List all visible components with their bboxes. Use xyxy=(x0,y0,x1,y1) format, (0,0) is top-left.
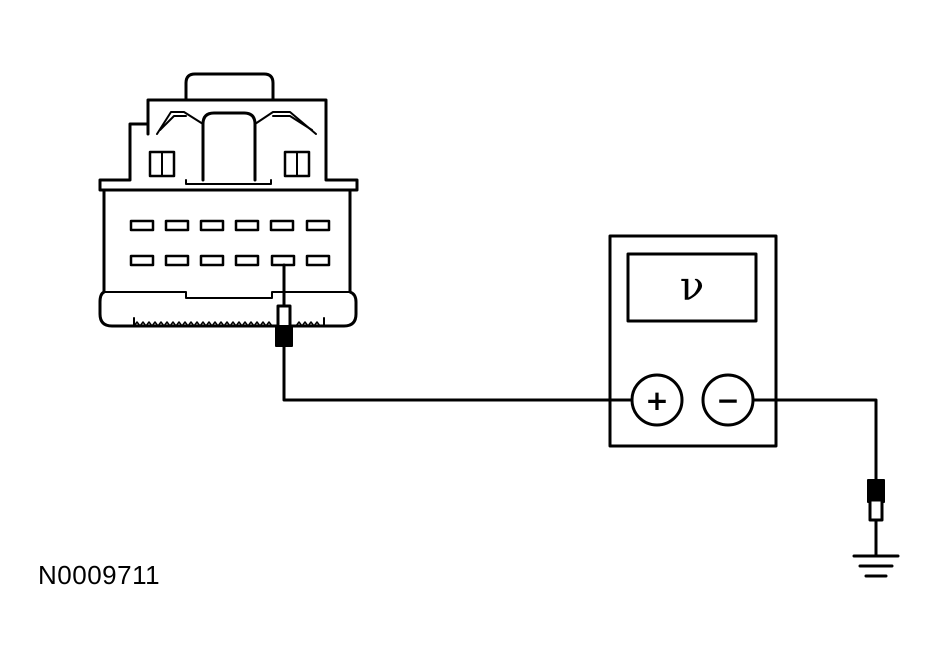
terminal xyxy=(199,219,225,232)
terminal xyxy=(234,219,260,232)
voltmeter-icon: ν + − xyxy=(608,234,778,448)
terminal-probed xyxy=(270,254,296,267)
connector-lock-tab xyxy=(201,111,257,182)
ground-icon xyxy=(852,554,900,578)
figure-id-label: N0009711 xyxy=(38,560,161,590)
terminal xyxy=(164,254,190,267)
terminal xyxy=(305,254,331,267)
connector-upper-housing xyxy=(98,98,359,192)
negative-terminal-label: − xyxy=(716,384,739,417)
meter-display-symbol: ν xyxy=(680,264,704,310)
connector-icon xyxy=(98,72,359,328)
connector-latch xyxy=(184,72,275,101)
meter-display xyxy=(626,252,758,323)
terminal xyxy=(269,219,295,232)
terminal-row-lower xyxy=(129,254,331,267)
connector-body xyxy=(98,188,358,328)
terminal xyxy=(234,254,260,267)
terminal-row-upper xyxy=(129,219,331,232)
positive-terminal-label: + xyxy=(645,384,668,417)
meter-housing xyxy=(608,234,778,448)
probe-icon xyxy=(275,263,293,347)
test-lead-negative xyxy=(751,398,878,482)
test-lead-positive xyxy=(282,344,634,402)
terminal xyxy=(305,219,331,232)
positive-terminal xyxy=(630,373,684,427)
terminal xyxy=(129,254,155,267)
ground-probe-icon xyxy=(867,479,885,557)
terminal xyxy=(164,219,190,232)
terminal xyxy=(129,219,155,232)
terminal xyxy=(199,254,225,267)
